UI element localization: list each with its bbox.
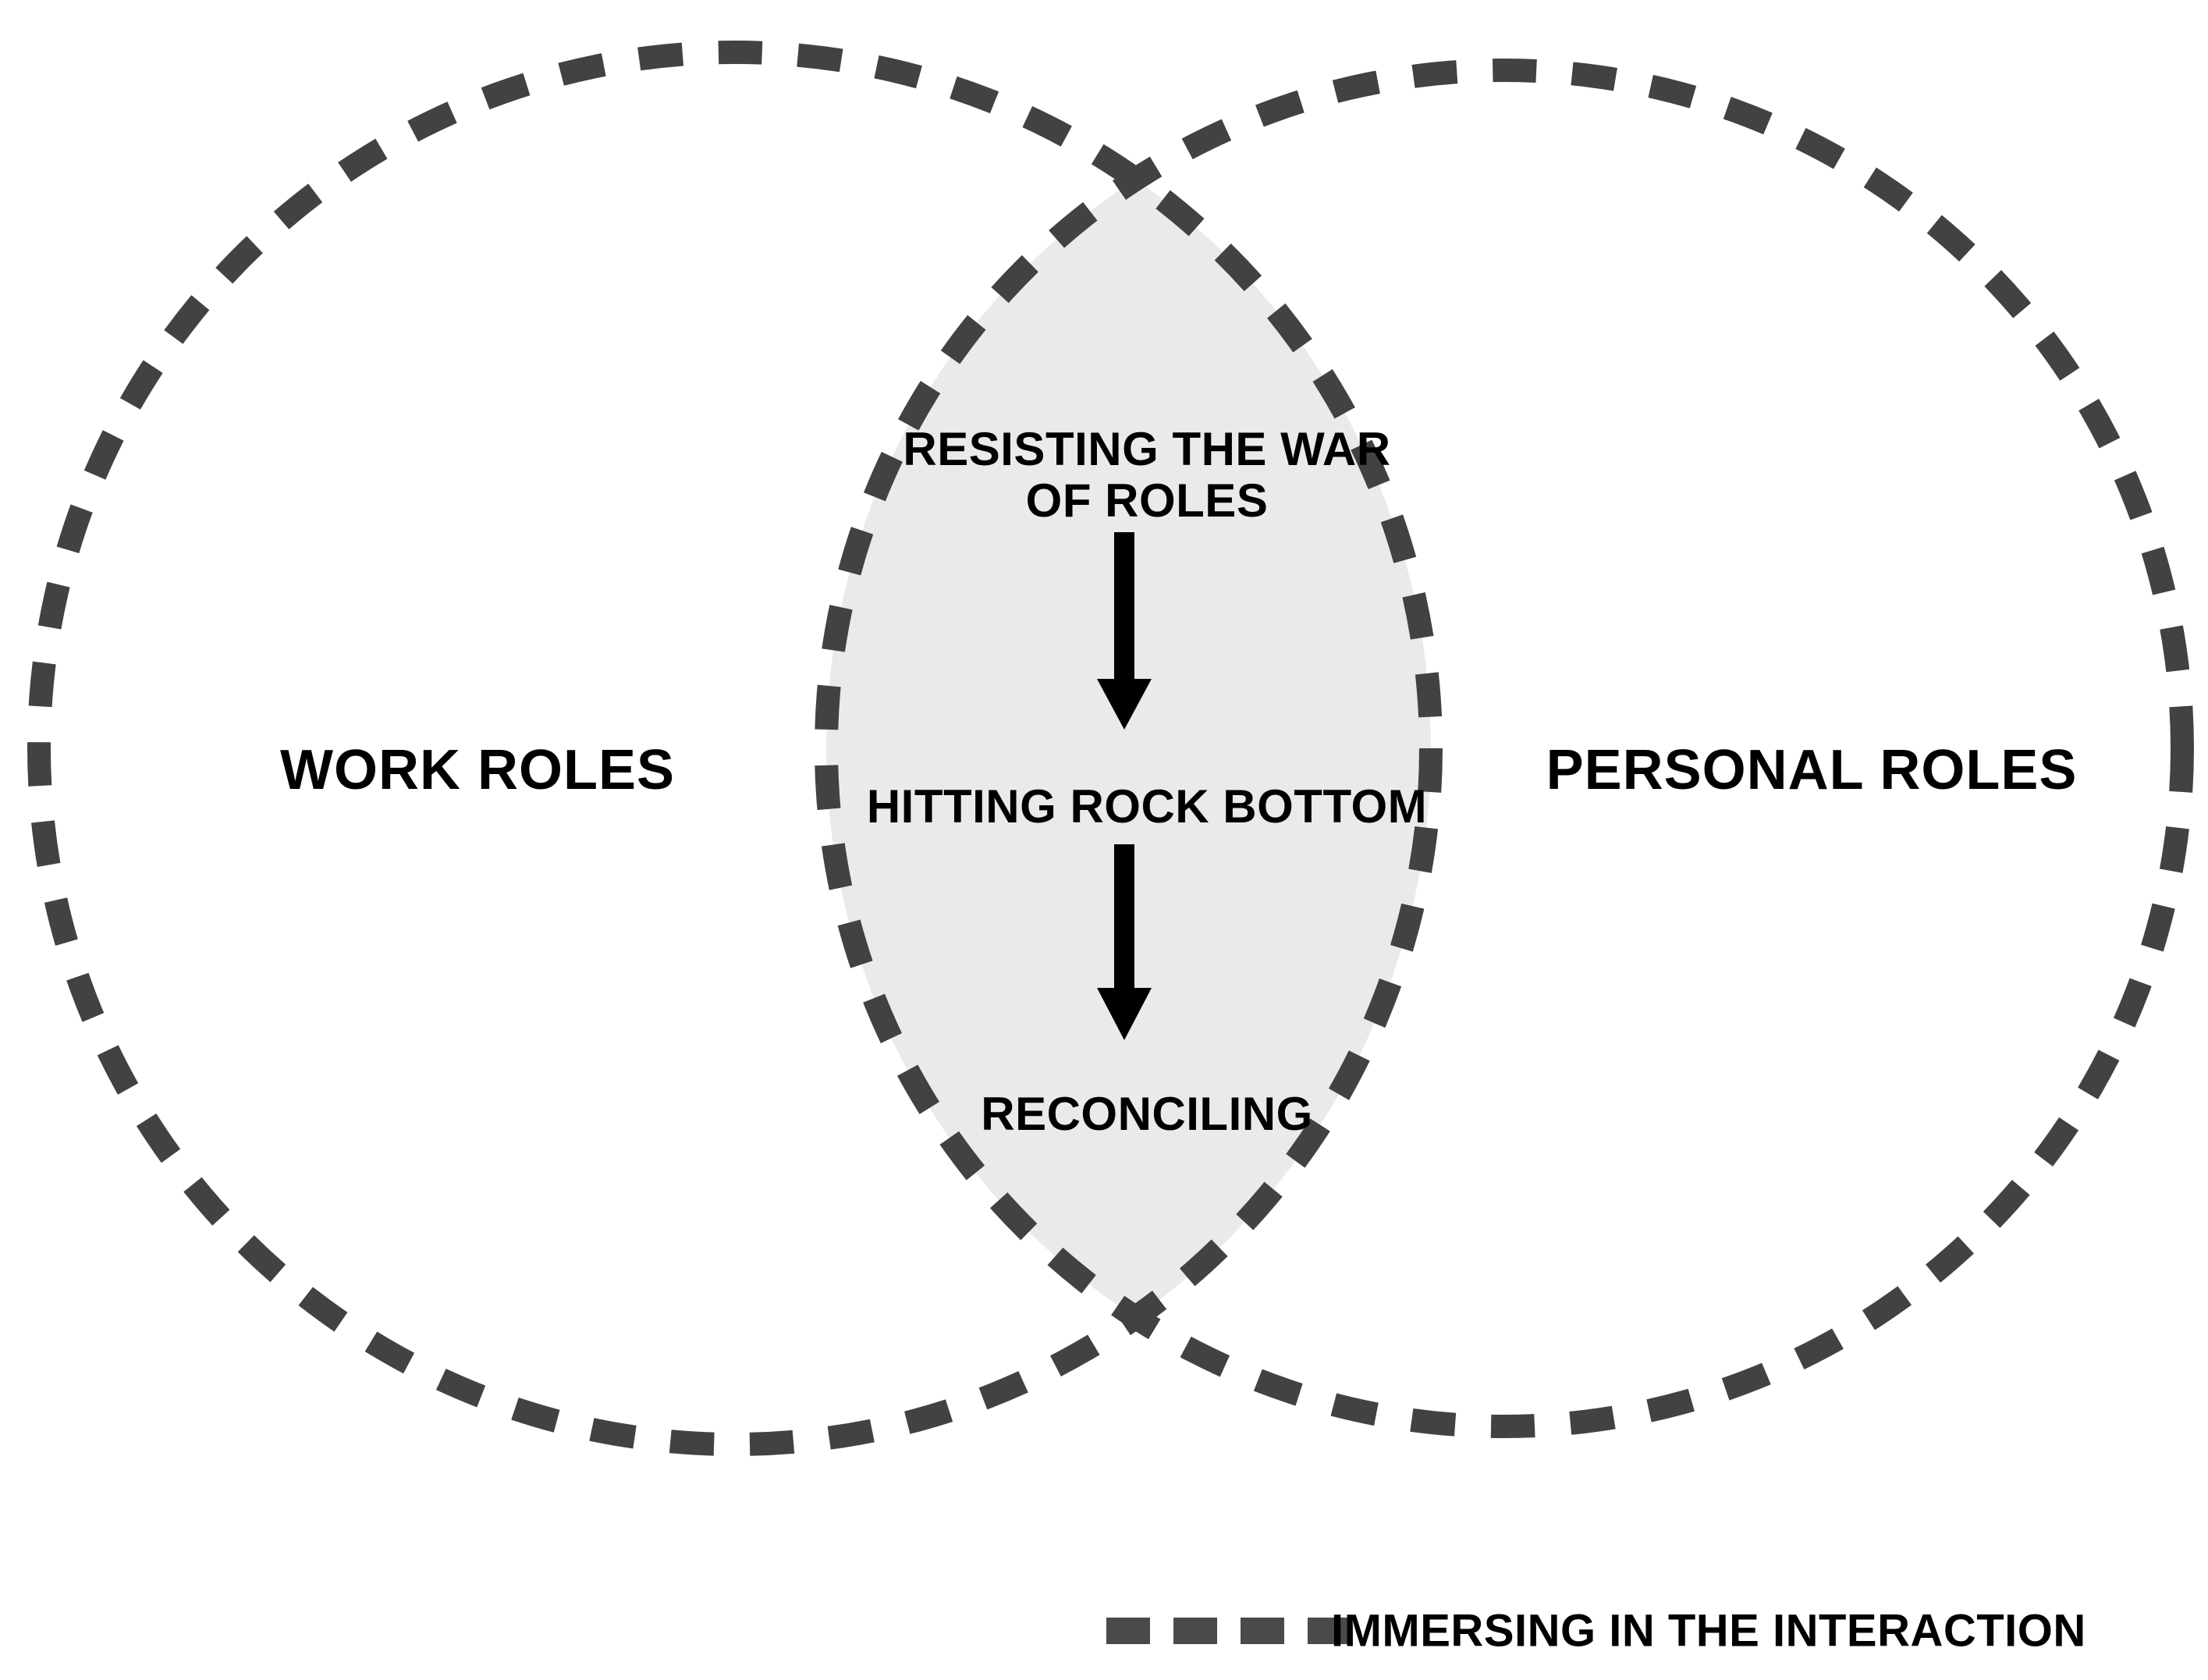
intersection-lens-group [826,70,1431,1426]
stage-label-resisting-line2: OF ROLES [1026,474,1269,527]
legend-label: IMMERSING IN THE INTERACTION [1331,1605,2086,1656]
stage-label-reconciling: RECONCILING [981,1088,1313,1140]
legend-dash-segment [1241,1618,1284,1644]
left-circle-label: WORK ROLES [280,739,675,801]
intersection-lens [826,70,1431,1426]
right-circle-personal-roles[interactable] [815,59,2194,1438]
stage-label-resisting-line1: RESISTING THE WAR [903,423,1390,475]
left-circle-work-roles[interactable] [27,41,1443,1456]
right-circle-label: PERSONAL ROLES [1546,739,2078,801]
flow-arrow-down-1 [1097,532,1152,730]
legend-dash-segment [1173,1618,1217,1644]
stage-label-hitting-rock-bottom: HITTING ROCK BOTTOM [867,780,1427,833]
legend-swatch-dashed-line [1106,1618,1351,1644]
legend-dash-segment [1106,1618,1150,1644]
legend-dash-segment [1308,1618,1351,1644]
flow-arrow-down-2 [1097,844,1152,1040]
